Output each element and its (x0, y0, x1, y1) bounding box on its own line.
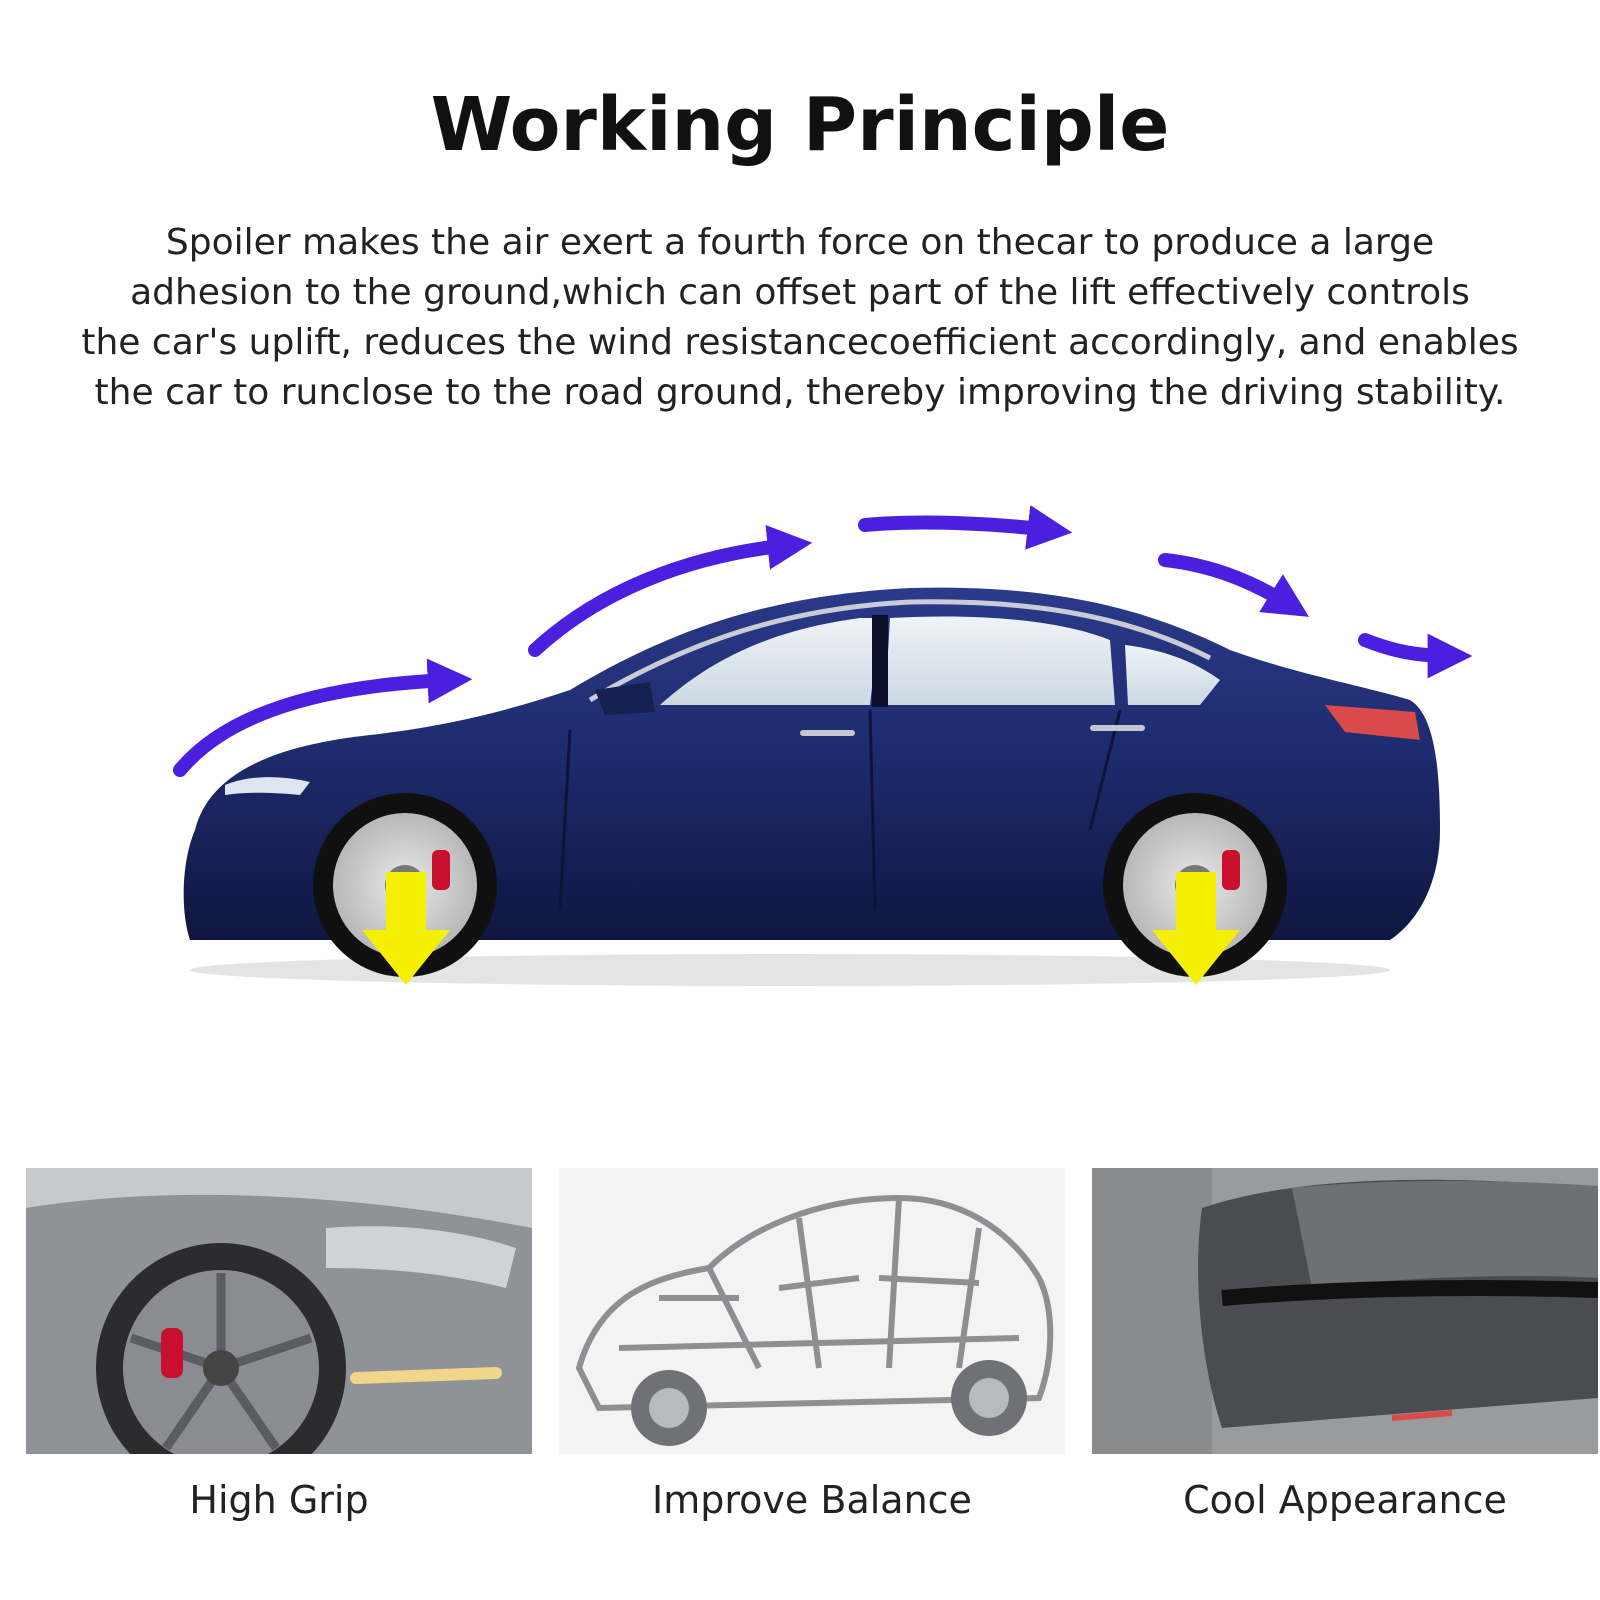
airflow-arrows (173, 505, 1473, 777)
downforce-arrow (1152, 872, 1240, 985)
airflow-arrow (858, 505, 1073, 550)
downforce-arrow (362, 872, 450, 985)
feature-caption-high-grip: High Grip (189, 1478, 369, 1522)
cool-appearance-image (1092, 1168, 1598, 1454)
page-title: Working Principle (430, 82, 1170, 168)
description-line: the car's uplift, reduces the wind resis… (81, 322, 1519, 363)
front-wheel-closeup-icon (96, 1243, 346, 1454)
airflow-arrow (1158, 553, 1309, 617)
airflow-arrow (173, 658, 473, 777)
feature-caption-cool-appearance: Cool Appearance (1183, 1478, 1507, 1522)
car-body-frame-icon (575, 1194, 1054, 1412)
airflow-arrow (528, 524, 813, 657)
description-line: the car to runclose to the road ground, … (94, 372, 1506, 413)
description-line: adhesion to the ground,which can offset … (130, 272, 1470, 313)
car-airflow-illustration (173, 505, 1473, 986)
ground-shadow (190, 954, 1390, 986)
airflow-arrow (1358, 633, 1473, 679)
high-grip-image (26, 1168, 532, 1454)
feature-caption-improve-balance: Improve Balance (652, 1478, 972, 1522)
downforce-arrows (362, 872, 1240, 985)
description: Spoiler makes the air exert a fourth for… (50, 218, 1550, 418)
improve-balance-image (559, 1168, 1065, 1454)
description-line: Spoiler makes the air exert a fourth for… (165, 222, 1435, 263)
rear-spoiler-closeup-icon (1198, 1179, 1598, 1428)
